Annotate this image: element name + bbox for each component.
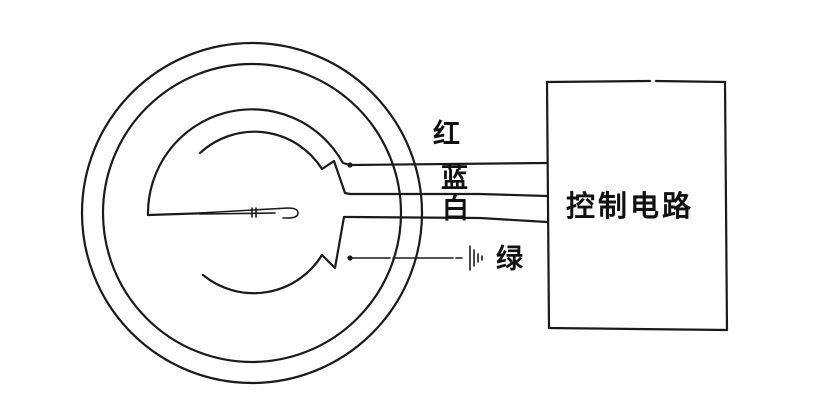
ground-icon [469,245,483,271]
upper-contact-outer-arc [146,108,352,217]
wire-blue [348,192,549,198]
label-white-wire: 白 [442,194,469,225]
pointer-blade [199,207,299,219]
upper-contact-inner-arc [198,130,352,196]
label-red-wire: 红 [433,119,460,150]
pointer-tick [251,207,257,218]
lower-contact-arc [201,215,352,295]
wire-red [348,161,549,167]
control-circuit-label: 控制电路 [566,189,695,223]
outer-circle [80,41,424,385]
label-blue-wire: 蓝 [441,163,468,194]
label-green-wire: 绿 [496,244,523,275]
inner-ring-circle [101,62,403,364]
wire-white [348,215,549,224]
control-box [545,79,729,332]
